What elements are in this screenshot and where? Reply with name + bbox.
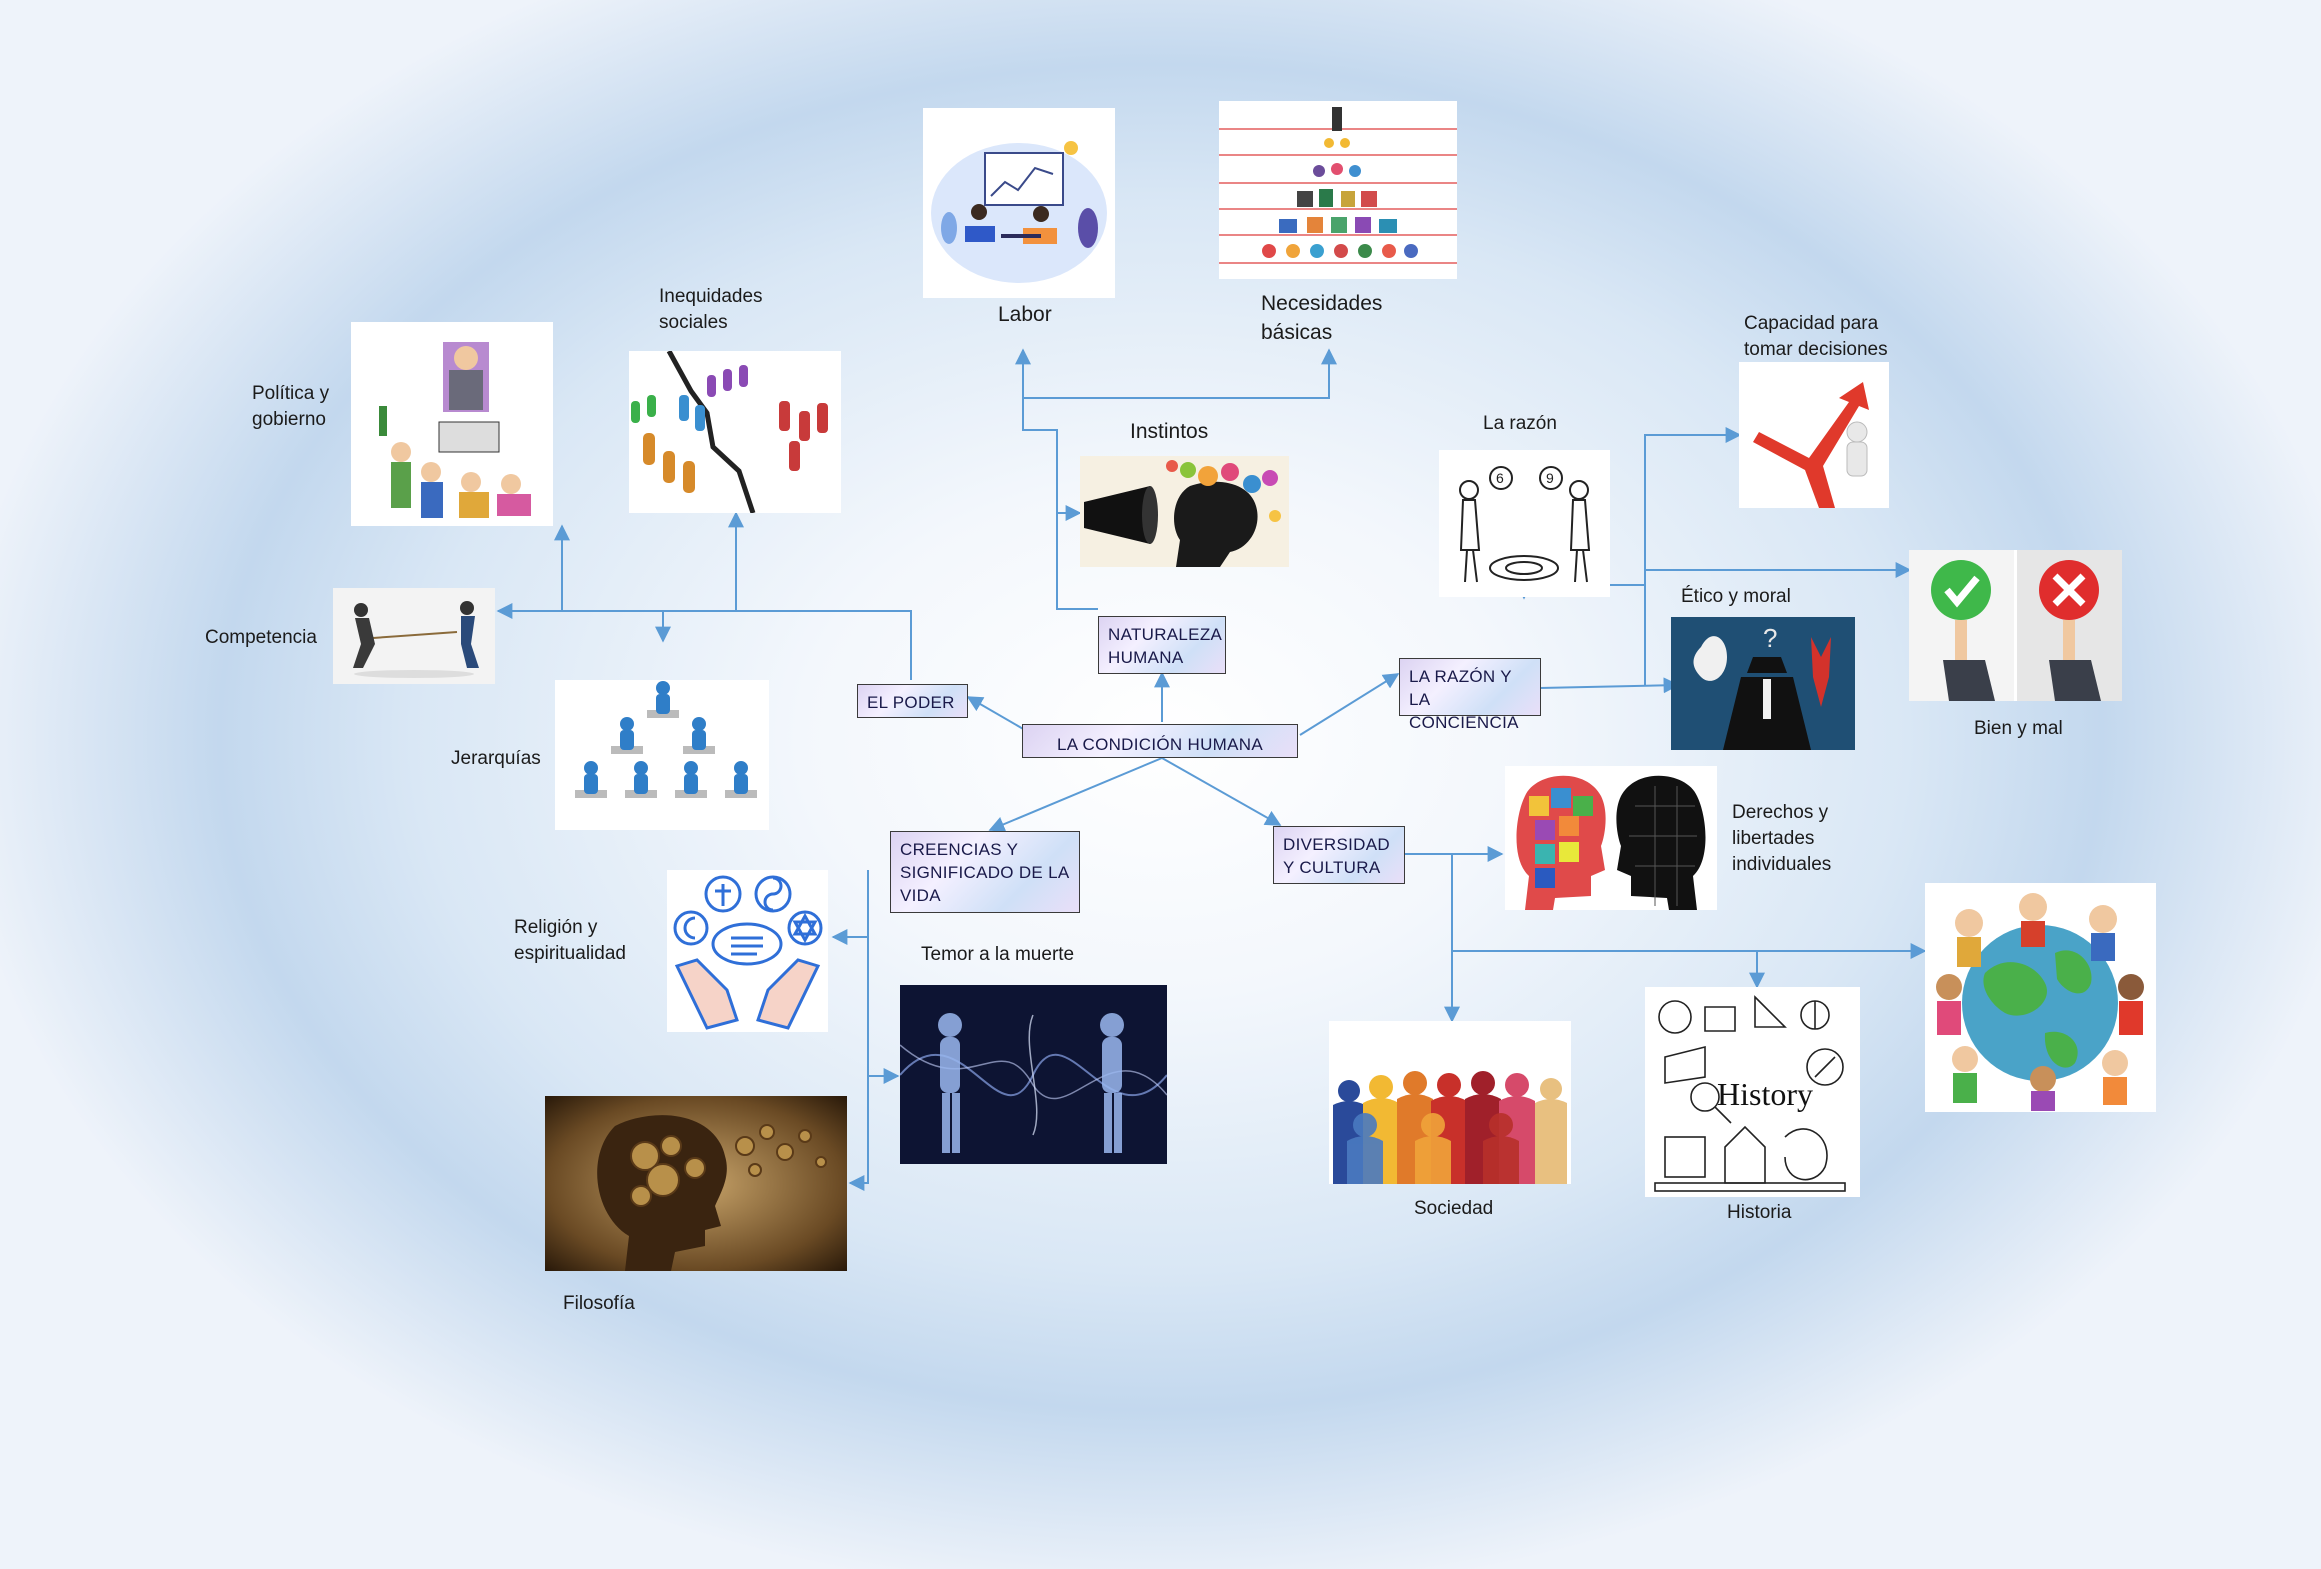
label-etico-moral: Ético y moral (1681, 586, 1791, 607)
central-node[interactable]: LA CONDICIÓN HUMANA (1022, 724, 1298, 758)
la-razon-image: 6 9 (1439, 450, 1610, 597)
label-inequidades: Inequidades sociales (659, 286, 763, 333)
historia-image: History (1645, 987, 1860, 1197)
branch-el-poder[interactable]: EL PODER (857, 684, 968, 718)
religion-image (667, 870, 828, 1032)
link-center-diversidad (1161, 757, 1282, 826)
branch-creencias[interactable]: CREENCIAS Y SIGNIFICADO DE LA VIDA (890, 831, 1080, 913)
link-capacidad (1644, 427, 1742, 686)
label-necesidades: Necesidades básicas (1261, 292, 1383, 344)
link-center-razon (1299, 673, 1400, 736)
link-instintos (1056, 505, 1098, 610)
svg-text:?: ? (1763, 623, 1777, 653)
capacidad-image (1739, 362, 1889, 508)
label-competencia: Competencia (205, 627, 317, 648)
labor-image (923, 108, 1115, 298)
branch-naturaleza-humana[interactable]: NATURALEZA HUMANA (1098, 616, 1226, 674)
svg-text:6: 6 (1496, 470, 1504, 486)
derechos-image (1505, 766, 1717, 910)
label-la-razon: La razón (1483, 413, 1557, 434)
label-historia: Historia (1727, 1202, 1792, 1223)
temor-muerte-image (900, 985, 1167, 1164)
branch-diversidad-cultura[interactable]: DIVERSIDAD Y CULTURA (1273, 826, 1405, 884)
link-labor (1015, 348, 1058, 513)
label-labor: Labor (998, 303, 1052, 326)
link-filosofia (848, 870, 869, 1191)
link-center-creencias (988, 757, 1163, 832)
label-bien-mal: Bien y mal (1974, 718, 2063, 739)
link-etico (1539, 677, 1680, 694)
branch-razon-conciencia[interactable]: LA RAZÓN Y LA CONCIENCIA (1399, 658, 1541, 732)
competencia-image (333, 588, 495, 684)
label-temor: Temor a la muerte (921, 944, 1075, 965)
label-jerarquias: Jerarquías (451, 748, 541, 769)
instintos-image (1080, 456, 1289, 567)
svg-text:9: 9 (1546, 470, 1554, 486)
label-capacidad: Capacidad para tomar decisiones (1744, 313, 1888, 360)
jerarquias-image (555, 680, 769, 830)
link-center-poder (966, 696, 1026, 731)
sociedad-image (1329, 1021, 1571, 1184)
label-instintos: Instintos (1130, 420, 1209, 443)
politica-image (351, 322, 553, 526)
inequidades-image (629, 351, 841, 513)
label-filosofia: Filosofía (563, 1293, 635, 1314)
bien-mal-image (1909, 550, 2122, 701)
link-necesidades (1023, 348, 1337, 399)
label-religion: Religión y espiritualidad (514, 917, 626, 964)
necesidades-image (1219, 101, 1457, 279)
filosofia-image (545, 1096, 847, 1271)
label-politica: Política y gobierno (252, 383, 330, 430)
history-word: History (1717, 1076, 1813, 1112)
mundo-image (1925, 883, 2156, 1112)
label-derechos: Derechos y libertades individuales (1732, 802, 1832, 875)
label-sociedad: Sociedad (1414, 1198, 1494, 1219)
etico-moral-image: ? (1671, 617, 1855, 750)
